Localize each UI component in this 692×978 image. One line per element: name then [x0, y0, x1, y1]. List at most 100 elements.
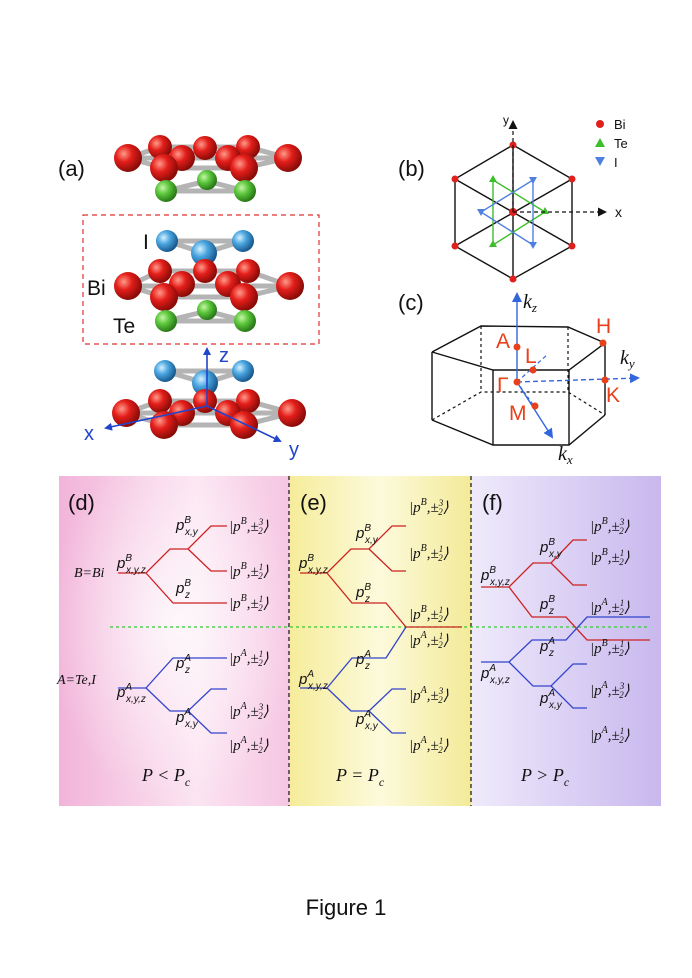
axis-label-z: z [219, 345, 229, 367]
i-triangle [479, 178, 534, 247]
gamma-M-line [516, 381, 535, 407]
bi-atom [236, 389, 260, 413]
condition-f: P > Pc [520, 765, 570, 789]
f-A-tree [481, 616, 650, 709]
bi-atom [148, 389, 172, 413]
te-atom [155, 310, 177, 332]
f-B-tree [481, 539, 650, 641]
e-A-tree [300, 626, 407, 734]
bi-atom [276, 272, 304, 300]
bi-atom [274, 144, 302, 172]
i-atom [232, 360, 254, 382]
bi-atom [150, 154, 178, 182]
point-L [529, 366, 537, 374]
bi-atom [236, 135, 260, 159]
label-i: I [143, 231, 149, 254]
te-atom [155, 180, 177, 202]
i-atom [154, 360, 176, 382]
d-B-tree [118, 525, 227, 604]
panel-label-d: (d) [68, 490, 95, 515]
point-M [531, 402, 539, 410]
layer-bottom-atoms [112, 360, 306, 439]
condition-d: P < Pc [141, 765, 191, 789]
point-K [601, 376, 609, 384]
d-B-label: B=Bi [74, 566, 105, 581]
axis-x [104, 405, 208, 431]
i-atom [192, 370, 218, 396]
panel-label-f: (f) [482, 490, 503, 515]
bi-atom [150, 411, 178, 439]
legend-marker-i [595, 157, 605, 166]
te-atom [197, 170, 217, 190]
label-H: H [596, 315, 611, 338]
te-atom [234, 310, 256, 332]
bi-atom [230, 283, 258, 311]
bi-atom [230, 411, 258, 439]
point-A [513, 343, 521, 351]
ky-axis [516, 373, 640, 384]
bi-atom [114, 144, 142, 172]
panel-label-a: (a) [58, 156, 85, 181]
axis-label-x: x [84, 423, 94, 445]
condition-e: P = Pc [335, 765, 385, 789]
bi-atom [148, 259, 172, 283]
bi-atom [150, 283, 178, 311]
bi-atom [278, 399, 306, 427]
te-atom [234, 180, 256, 202]
bi-atom [193, 136, 217, 160]
d-A-tree [118, 657, 227, 734]
layer-middle-atoms [114, 230, 304, 332]
bi-atom [230, 154, 258, 182]
layer-top-atoms [114, 135, 302, 202]
label-L: L [525, 345, 537, 368]
i-atom [232, 230, 254, 252]
panel-label-b: (b) [398, 156, 425, 181]
crystal-axes [104, 347, 282, 443]
label-Gamma: Γ [497, 374, 509, 397]
label-M: M [509, 402, 527, 425]
label-kz: kz [523, 291, 537, 315]
legend: Bi Te I [595, 117, 628, 170]
axis-label-y: y [289, 439, 299, 461]
panel-c: (c) A [398, 290, 640, 467]
i-markers [477, 177, 537, 249]
panel-label-c: (c) [398, 290, 424, 315]
bi-atom [112, 399, 140, 427]
legend-marker-te [595, 138, 605, 147]
label-bi: Bi [87, 277, 106, 300]
te-atom [197, 300, 217, 320]
panel-label-e: (e) [300, 490, 327, 515]
point-Gamma [513, 378, 521, 386]
panel-b: (b) x y [398, 113, 628, 283]
legend-label-te: Te [614, 136, 628, 151]
